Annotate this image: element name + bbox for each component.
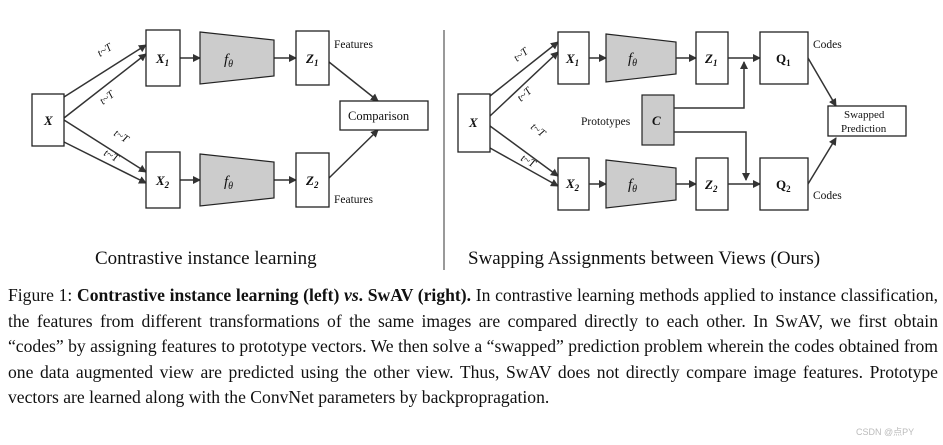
- edge-x-x2-upper: [489, 125, 559, 177]
- codes-label-bottom: Codes: [813, 190, 842, 202]
- watermark: CSDN @点PY: [856, 427, 915, 437]
- right-panel: t~T t~T t~T t~T X X1 X2 fθ fθ Z1 Z2 Prot…: [457, 31, 907, 269]
- prototypes-box: [641, 94, 675, 146]
- encoder-bottom: [199, 153, 275, 207]
- diagram-svg: t~T t~T t~T t~T X X1 X2 fθ fθ Z1 Z2 Feat…: [31, 29, 907, 270]
- feature-z2-label: Z2: [305, 173, 319, 190]
- code-q1-box: [759, 31, 809, 85]
- encoder-top: [605, 33, 677, 83]
- edge-x-x2-lower: [489, 147, 559, 187]
- input-x-box: [31, 93, 65, 147]
- feature-z1-label: Z1: [704, 51, 717, 68]
- features-label-bottom: Features: [334, 194, 373, 206]
- figure-diagram: t~T t~T t~T t~T X X1 X2 fθ fθ Z1 Z2 Feat…: [31, 29, 907, 270]
- figure-caption-label: Figure 1:: [8, 285, 73, 305]
- edge-c-q1: [674, 61, 748, 109]
- edge-x-x1-upper: [63, 44, 147, 98]
- edge-x-x1-lower: [489, 51, 559, 117]
- features-label-top: Features: [334, 39, 373, 51]
- input-x-box: [457, 93, 491, 153]
- figure-caption-bold-a: Contrastive instance learning (left): [77, 285, 340, 305]
- figure-caption: Figure 1: Contrastive instance learning …: [8, 283, 938, 411]
- edge-q1-swapped: [807, 57, 837, 107]
- prototypes-symbol: C: [652, 113, 661, 128]
- code-q1-label: Q1: [776, 51, 791, 68]
- code-q2-label: Q2: [776, 177, 791, 194]
- encoder-label: fθ: [628, 177, 637, 195]
- edge-x-x1-lower: [63, 53, 147, 119]
- transform-label: t~T: [511, 45, 531, 64]
- encoder-top: [199, 31, 275, 85]
- view-x1-label: X1: [155, 51, 169, 68]
- figure-caption-vs: vs: [344, 285, 359, 305]
- edge-z2-comparison: [328, 129, 379, 179]
- codes-label-top: Codes: [813, 39, 842, 51]
- transform-label: t~T: [97, 88, 117, 107]
- encoder-label: fθ: [224, 52, 233, 70]
- feature-z1-box: [295, 30, 330, 86]
- edge-x-x2-lower: [63, 141, 147, 184]
- view-x2-box: [557, 157, 590, 211]
- figure-caption-body: In contrastive learning methods applied …: [8, 285, 939, 408]
- edge-z1-comparison: [328, 61, 379, 102]
- edge-x-x1-upper: [489, 41, 559, 97]
- edge-x-x2-upper: [63, 119, 147, 173]
- comparison-label: Comparison: [348, 109, 410, 123]
- view-x2-label: X2: [155, 173, 170, 190]
- feature-z1-label: Z1: [305, 51, 318, 68]
- feature-z2-label: Z2: [704, 177, 718, 194]
- encoder-bottom: [605, 159, 677, 209]
- swapped-prediction-box: [827, 105, 907, 137]
- left-panel-caption: Contrastive instance learning: [95, 248, 317, 269]
- figure-caption-text: Figure 1: Contrastive instance learning …: [8, 283, 938, 411]
- input-x-label: X: [468, 115, 478, 130]
- view-x1-box: [145, 29, 181, 87]
- comparison-box: [339, 100, 429, 131]
- feature-z1-box: [695, 31, 729, 85]
- transform-label: t~T: [515, 85, 535, 105]
- prototypes-label: Prototypes: [581, 116, 631, 128]
- swapped-prediction-line2: Prediction: [841, 123, 887, 135]
- transform-label: t~T: [528, 121, 548, 140]
- transform-label: t~T: [111, 127, 131, 146]
- view-x2-label: X2: [565, 176, 580, 193]
- input-x-label: X: [43, 113, 53, 128]
- edge-c-q2: [674, 131, 750, 181]
- code-q2-box: [759, 157, 809, 211]
- feature-z2-box: [695, 157, 729, 211]
- swapped-prediction-line1: Swapped: [844, 109, 885, 121]
- view-x1-label: X1: [565, 51, 579, 68]
- edge-q2-swapped: [807, 137, 837, 185]
- transform-label: t~T: [519, 152, 539, 170]
- right-panel-caption: Swapping Assignments between Views (Ours…: [468, 248, 820, 269]
- figure-caption-bold-b: . SwAV (right).: [358, 285, 472, 305]
- transform-label: t~T: [95, 41, 115, 60]
- feature-z2-box: [295, 152, 330, 208]
- left-panel: t~T t~T t~T t~T X X1 X2 fθ fθ Z1 Z2 Feat…: [31, 29, 429, 269]
- encoder-label: fθ: [224, 174, 233, 192]
- encoder-label: fθ: [628, 51, 637, 69]
- view-x2-box: [145, 151, 181, 209]
